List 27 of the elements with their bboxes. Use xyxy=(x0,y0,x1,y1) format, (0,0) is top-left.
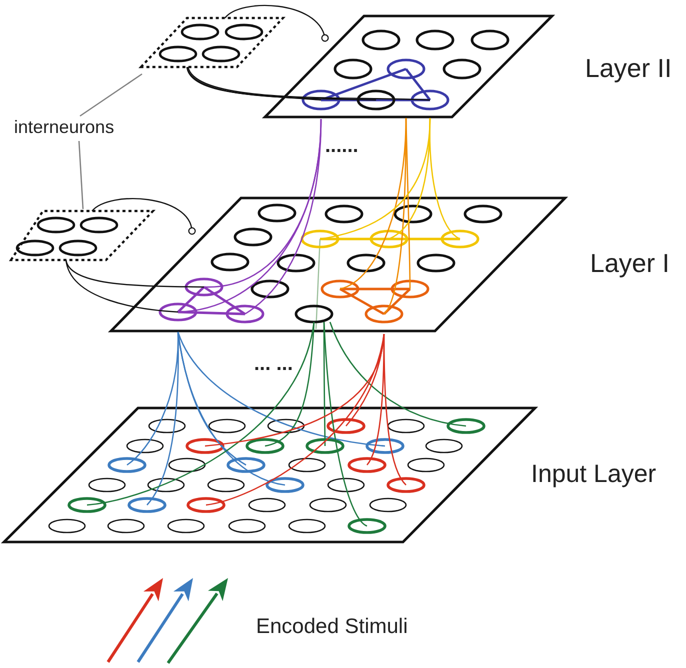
leader-line xyxy=(80,73,142,117)
annotation-text: interneurons xyxy=(14,118,114,136)
connection-line xyxy=(383,118,407,314)
connection-line xyxy=(323,322,368,527)
connector xyxy=(224,4,329,42)
connection-line xyxy=(320,118,431,240)
connection-line xyxy=(146,332,179,506)
connection-line xyxy=(65,260,204,288)
connection-line xyxy=(186,66,376,101)
connection-line xyxy=(264,322,315,447)
connection-line xyxy=(187,66,430,101)
leader-line xyxy=(78,140,84,210)
layer-label: Layer II xyxy=(585,55,672,81)
connection-line xyxy=(329,322,466,427)
ellipsis-mark: ... ... xyxy=(254,354,293,374)
connection-line xyxy=(65,260,178,313)
connection-line xyxy=(86,322,315,506)
layer-label: Layer I xyxy=(590,250,670,276)
connection-line xyxy=(383,334,406,486)
connection-line xyxy=(177,332,286,486)
layer-label: Input Layer xyxy=(531,462,656,487)
connection-line xyxy=(186,66,322,101)
connection-line xyxy=(206,334,385,506)
caption-text: Encoded Stimuli xyxy=(256,616,408,637)
ellipsis-mark: ...... xyxy=(325,136,358,156)
connection-line xyxy=(346,334,385,426)
connector xyxy=(92,198,196,235)
